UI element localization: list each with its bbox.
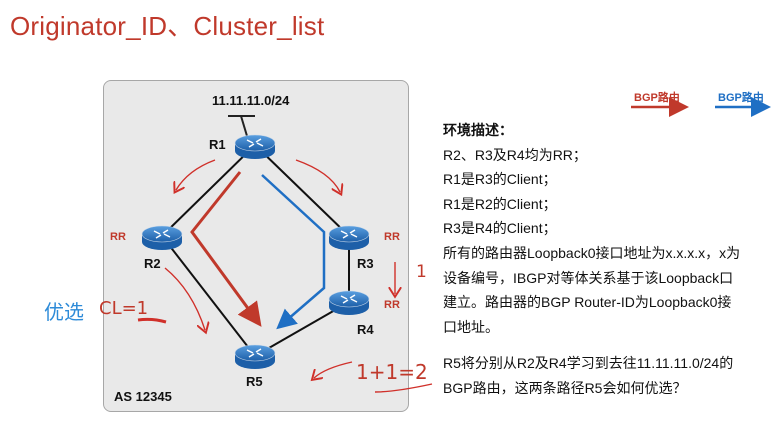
hand-underline bbox=[137, 317, 167, 324]
link-r1-r3 bbox=[254, 144, 350, 237]
red-route-arrow bbox=[190, 171, 262, 327]
slide-title: Originator_ID、Cluster_list bbox=[10, 11, 325, 41]
legend-red-label: BGP路由 bbox=[634, 92, 680, 104]
handwritten-one: 1 bbox=[416, 262, 427, 282]
description-line: R3是R4的Client； bbox=[443, 220, 557, 237]
description-line: 设备编号，IBGP对等体关系基于该Loopback口 bbox=[443, 269, 734, 286]
rr-badge-r4: RR bbox=[384, 299, 400, 311]
description-line: R1是R2的Client； bbox=[443, 195, 557, 212]
description-line: 口地址。 bbox=[443, 318, 499, 335]
hand-arrow-to-r5 bbox=[314, 361, 353, 378]
hand-arrow-r1-r2 bbox=[176, 159, 216, 190]
router-r2-icon bbox=[141, 225, 183, 250]
link-r2-r5 bbox=[161, 235, 256, 357]
description-panel: 环境描述： R2、R3及R4均为RR； R1是R3的Client； R1是R2的… bbox=[443, 118, 773, 401]
router-label-r1: R1 bbox=[209, 137, 226, 152]
description-line: 建立。路由器的BGP Router-ID为Loopback0接 bbox=[443, 294, 732, 311]
handwritten-sum: 1+1=2 bbox=[356, 360, 428, 384]
router-r3-icon bbox=[328, 225, 370, 250]
handwritten-cl1: CL=1 bbox=[99, 298, 149, 319]
question-line: R5将分别从R2及R4学习到去往11.11.11.0/24的 bbox=[443, 355, 734, 372]
link-r1-r2 bbox=[161, 144, 256, 237]
rr-badge-r3: RR bbox=[384, 231, 400, 243]
handwritten-preferred: 优选 bbox=[44, 302, 84, 324]
blue-route-arrow bbox=[261, 174, 326, 330]
router-label-r3: R3 bbox=[357, 256, 374, 271]
rr-badge-r2: RR bbox=[110, 231, 126, 243]
router-label-r5: R5 bbox=[246, 374, 263, 389]
hand-arrow-r1-r3 bbox=[295, 159, 340, 192]
router-r5-icon bbox=[234, 344, 276, 369]
hand-underline-2 bbox=[374, 383, 433, 393]
prefix-stub-drop bbox=[240, 115, 248, 137]
router-label-r2: R2 bbox=[144, 256, 161, 271]
prefix-label: 11.11.11.0/24 bbox=[212, 93, 290, 108]
description-line: 所有的路由器Loopback0接口地址为x.x.x.x，x为 bbox=[443, 244, 741, 261]
description-line: R2、R3及R4均为RR； bbox=[443, 146, 587, 163]
description-heading: 环境描述： bbox=[443, 122, 513, 138]
question-line: BGP路由，这两条路径R5会如何优选？ bbox=[443, 379, 687, 396]
legend-blue-label: BGP路由 bbox=[718, 92, 764, 104]
router-r1-icon bbox=[234, 134, 276, 159]
router-r4-icon bbox=[328, 290, 370, 315]
topology-links bbox=[161, 144, 350, 357]
description-line: R1是R3的Client； bbox=[443, 171, 557, 188]
router-label-r4: R4 bbox=[357, 322, 374, 337]
as-number-label: AS 12345 bbox=[114, 389, 172, 404]
hand-arrow-r2-r5 bbox=[164, 267, 205, 330]
